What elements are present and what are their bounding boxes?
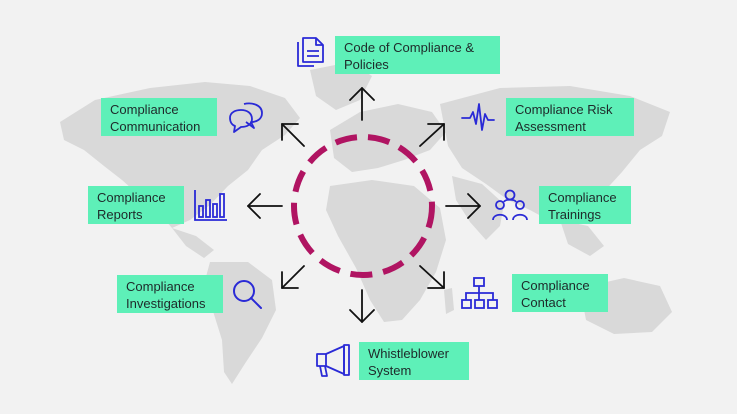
- megaphone-icon: [316, 344, 350, 377]
- arrow-up-left: [281, 123, 305, 147]
- heartbeat-icon: [461, 103, 495, 131]
- whistleblower-box: Whistleblower System: [359, 342, 469, 380]
- contact-label: Compliance Contact: [521, 278, 590, 310]
- arrow-down-left: [281, 265, 305, 289]
- bar-chart-icon: [194, 190, 227, 221]
- org-chart-icon: [461, 277, 498, 309]
- arrow-left: [247, 193, 283, 219]
- speech-bubbles-icon: [229, 102, 263, 133]
- trainings-label: Compliance Trainings: [548, 190, 617, 222]
- trainings-box: Compliance Trainings: [539, 186, 631, 224]
- risk-assessment-box: Compliance Risk Assessment: [506, 98, 634, 136]
- arrow-up-right: [419, 123, 445, 147]
- reports-label: Compliance Reports: [97, 190, 166, 222]
- reports-box: Compliance Reports: [88, 186, 184, 224]
- investigations-box: Compliance Investigations: [117, 275, 223, 313]
- magnifier-icon: [233, 280, 262, 309]
- arrow-down-right: [419, 265, 445, 289]
- people-group-icon: [492, 189, 528, 221]
- policies-box: Code of Compliance & Policies: [335, 36, 500, 74]
- arrow-down: [349, 289, 375, 323]
- communication-box: Compliance Communication: [101, 98, 217, 136]
- contact-box: Compliance Contact: [512, 274, 608, 312]
- arrow-up: [349, 87, 375, 121]
- document-icon: [297, 37, 324, 67]
- policies-label: Code of Compliance & Policies: [344, 40, 475, 72]
- risk-assessment-label: Compliance Risk Assessment: [515, 102, 613, 134]
- arrow-right: [445, 193, 481, 219]
- investigations-label: Compliance Investigations: [126, 279, 206, 311]
- communication-label: Compliance Communication: [110, 102, 201, 134]
- whistleblower-label: Whistleblower System: [368, 346, 449, 378]
